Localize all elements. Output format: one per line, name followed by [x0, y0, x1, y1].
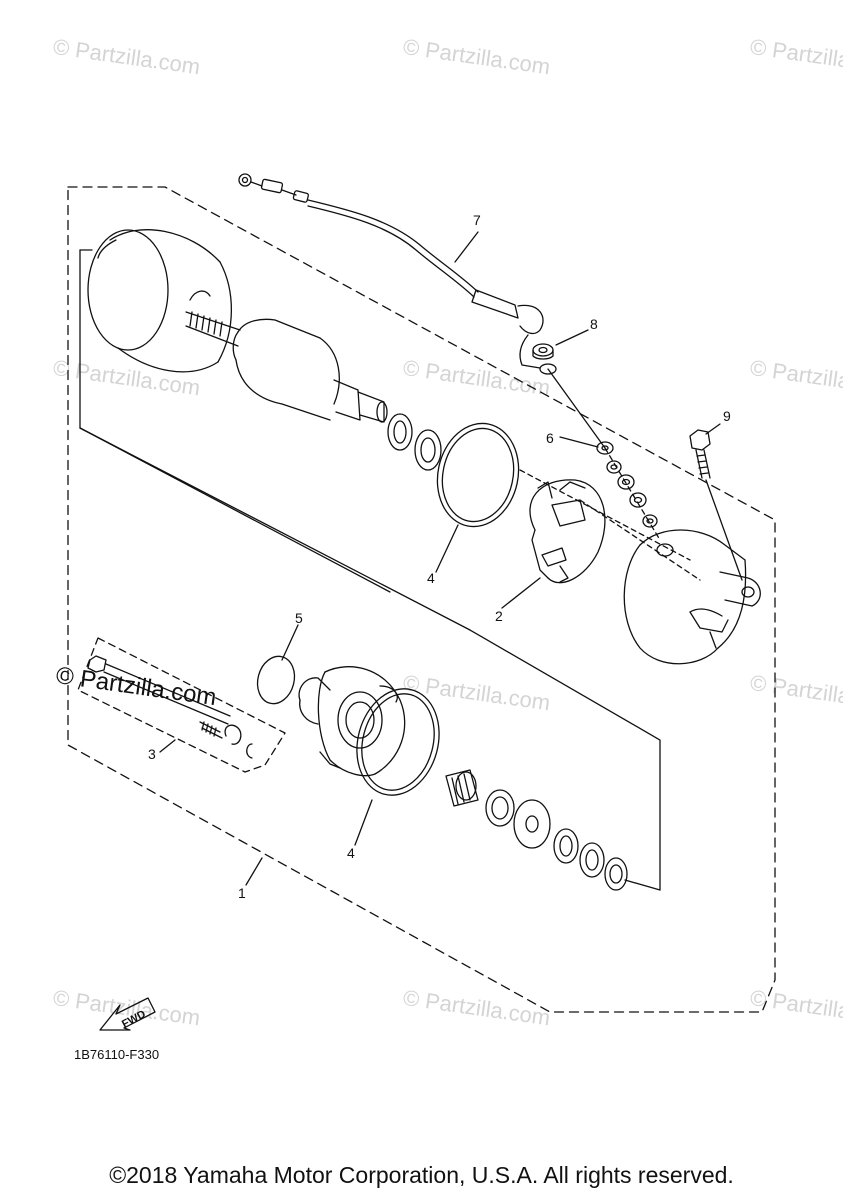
- callout-3: 3: [148, 746, 156, 762]
- leader-7: [454, 231, 479, 263]
- callout-4-upper: 4: [427, 570, 435, 586]
- leader-2: [501, 577, 541, 609]
- rear-cover: [623, 529, 761, 665]
- front-cover: [298, 666, 406, 777]
- armature: [185, 311, 388, 423]
- lower-bearing-stack: [445, 769, 628, 891]
- leader-4a: [435, 524, 459, 573]
- leader-8: [555, 329, 589, 346]
- copyright-notice: ©2018 Yamaha Motor Corporation, U.S.A. A…: [109, 1162, 734, 1188]
- leader-5: [281, 624, 299, 661]
- bolt-group-box: [77, 637, 286, 773]
- callout-5: 5: [295, 610, 303, 626]
- leader-4b: [354, 799, 373, 846]
- nut-8: [532, 343, 554, 360]
- lead-wire: [238, 173, 557, 375]
- assembly-boundary: [67, 186, 776, 1013]
- bolt-9: [689, 429, 743, 581]
- o-ring-5: [256, 655, 296, 705]
- leader-3: [159, 739, 176, 753]
- washer-stack: [596, 441, 658, 528]
- callout-2: 2: [495, 608, 503, 624]
- fwd-arrow: [99, 997, 156, 1031]
- brush-holder-2: [529, 479, 606, 584]
- callout-6: 6: [546, 430, 554, 446]
- leader-9: [705, 423, 721, 435]
- leader-1: [245, 857, 263, 886]
- o-ring-4-upper: [436, 422, 520, 528]
- leader-6: [559, 436, 599, 448]
- inner-frame: [79, 249, 391, 593]
- callout-1: 1: [238, 885, 246, 901]
- yoke-housing: [87, 229, 232, 373]
- o-ring-4-lower: [356, 688, 440, 796]
- armature-washers: [387, 413, 442, 471]
- diagram-code: 1B76110-F330: [74, 1047, 160, 1062]
- callout-7: 7: [473, 212, 481, 228]
- through-bolts: [87, 655, 253, 759]
- callout-8: 8: [590, 316, 598, 332]
- callout-9: 9: [723, 408, 731, 424]
- callout-4-lower: 4: [347, 845, 355, 861]
